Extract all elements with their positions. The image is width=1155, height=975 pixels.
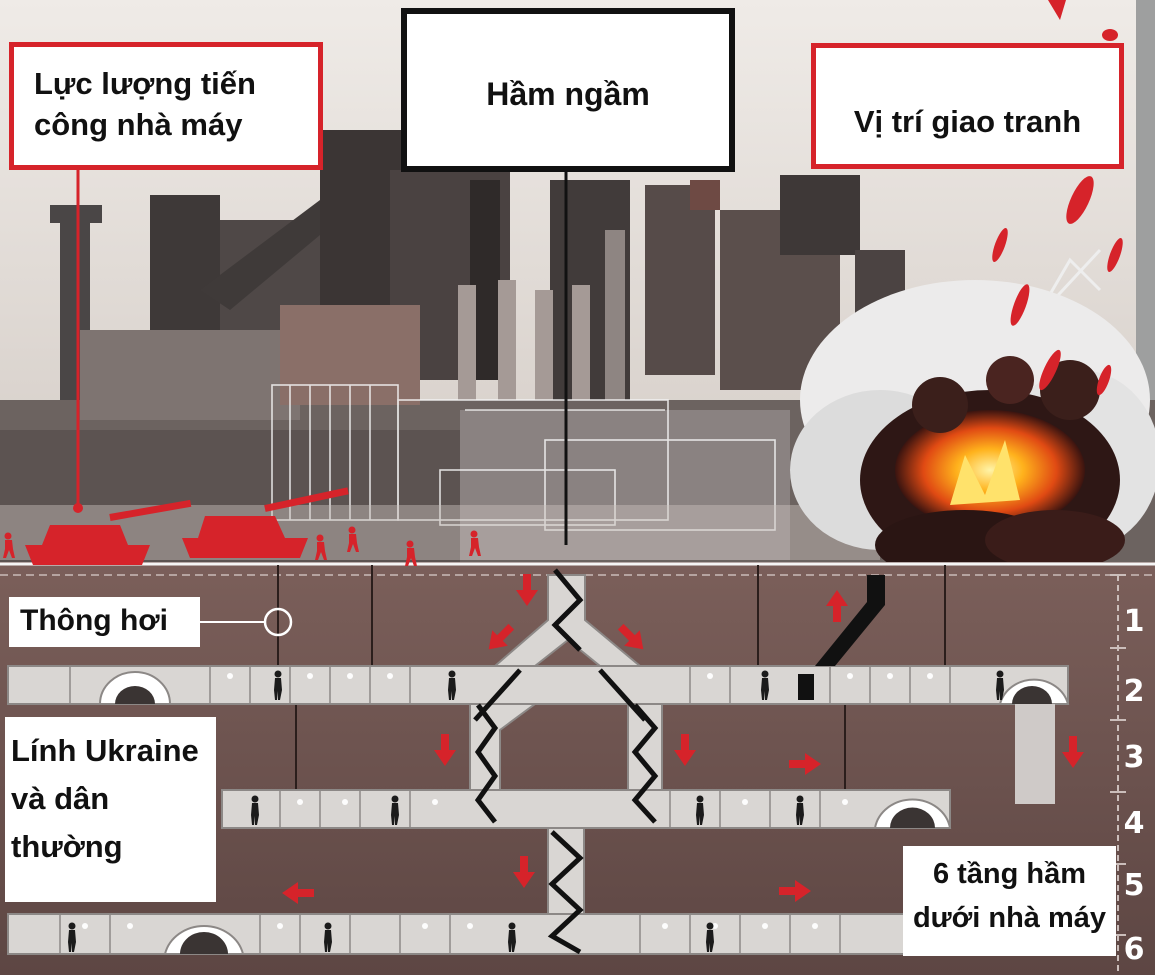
attack-force-text: Lực lượng tiến công nhà máy [34, 66, 256, 142]
level-number-2: 2 [1123, 674, 1145, 709]
bunker-text: Hầm ngầm [486, 76, 650, 112]
battle-position-label: Vị trí giao tranh [811, 43, 1124, 169]
bunker-label: Hầm ngầm [401, 8, 735, 172]
central-shaft [469, 568, 885, 955]
floors-note-text: 6 tầng hầm dưới nhà máy [912, 858, 1107, 934]
level-number-4: 4 [1123, 806, 1145, 841]
tunnel-level-6 [7, 913, 909, 955]
ventilation-label: Thông hơi [9, 597, 200, 647]
level-number-3: 3 [1123, 740, 1145, 775]
defenders-label: Lính Ukraine và dân thường [5, 717, 216, 902]
defenders-text: Lính Ukraine và dân thường [11, 733, 199, 864]
tunnel-level-4 [221, 789, 952, 829]
level-number-6: 6 [1123, 932, 1145, 967]
floors-note-label: 6 tầng hầm dưới nhà máy [903, 846, 1116, 956]
attack-force-label: Lực lượng tiến công nhà máy [9, 42, 323, 170]
tank-icon [25, 487, 349, 565]
level-number-1: 1 [1123, 604, 1145, 639]
ventilation-shaft-icon [263, 607, 293, 637]
ventilation-text: Thông hơi [20, 604, 168, 637]
battle-position-text: Vị trí giao tranh [853, 104, 1082, 139]
level-number-5: 5 [1123, 868, 1145, 903]
tunnel-level-2 [7, 665, 1070, 804]
